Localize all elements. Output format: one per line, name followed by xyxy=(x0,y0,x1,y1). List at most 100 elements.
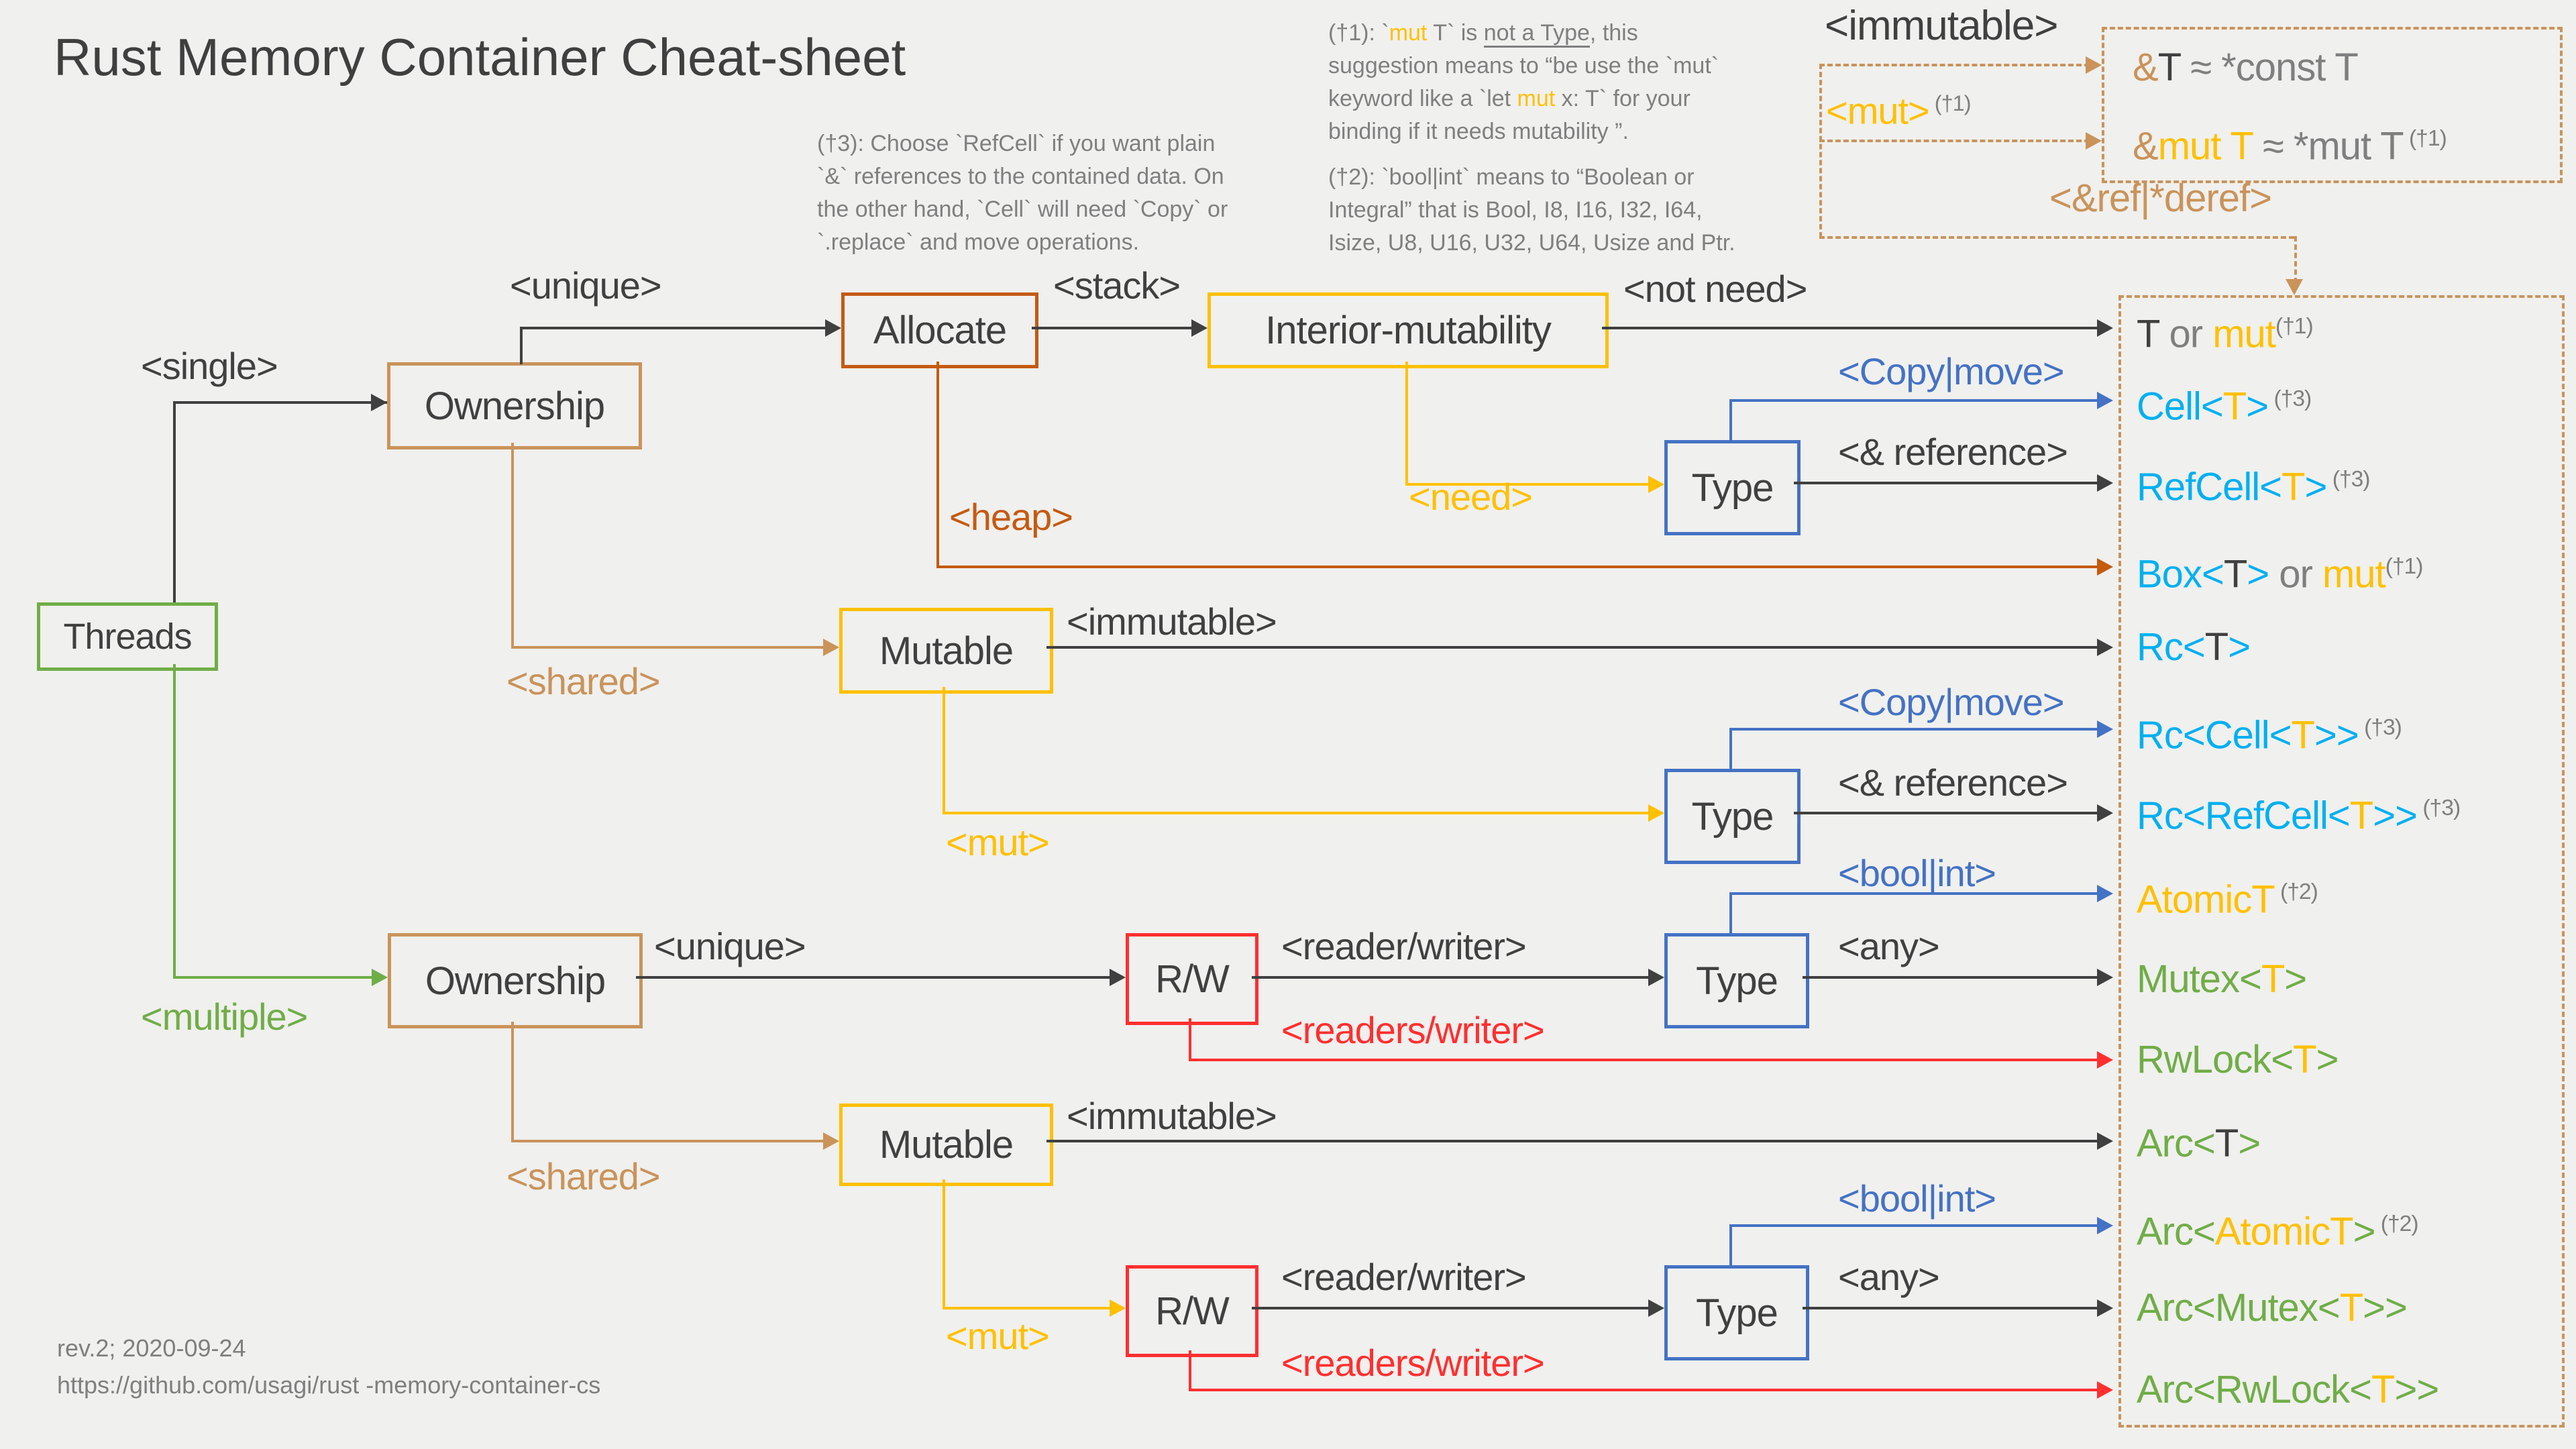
footer-url: https://github.com/usagi/rust -memory-co… xyxy=(57,1371,601,1399)
text-segment: > xyxy=(2247,552,2269,596)
connector-line xyxy=(1252,1307,1652,1309)
edge-label-any-1: <any> xyxy=(1838,925,1940,967)
connector-line xyxy=(1046,1140,2101,1142)
result-box: Box<T> or mut(†1) xyxy=(2137,544,2423,597)
text-segment: (†1): ` xyxy=(1328,20,1389,46)
text-segment: suggestion means to “be use the `mut` xyxy=(1328,53,1719,78)
edge-label-need: <need> xyxy=(1409,476,1533,518)
connector-line xyxy=(943,812,1652,814)
text-segment: T xyxy=(2204,625,2229,669)
text-segment: ≈ *const T xyxy=(2180,46,2359,89)
text-segment: T xyxy=(2291,713,2315,757)
text-segment: binding if it needs mutability ”. xyxy=(1328,119,1629,144)
arrowhead xyxy=(2097,885,2113,902)
text-segment: (†3) xyxy=(2268,386,2312,411)
arrowhead xyxy=(372,969,388,986)
arrowhead xyxy=(2097,392,2113,409)
edge-label-readers-writer-2: <readers/writer> xyxy=(1281,1342,1545,1384)
arrowhead xyxy=(2097,319,2113,337)
text-segment: , this xyxy=(1589,20,1638,46)
note-line: binding if it needs mutability ”. xyxy=(1328,115,1719,148)
note-line: (†3): Choose `RefCell` if you want plain xyxy=(817,131,1216,156)
text-segment: T xyxy=(2339,1286,2363,1330)
text-segment: T xyxy=(2157,46,2181,89)
result-rc-refcell: Rc<RefCell<T>> (†3) xyxy=(2137,786,2461,839)
note-line: (†2): `bool|int` means to “Boolean or xyxy=(1328,164,1695,190)
connector-line xyxy=(943,1307,1114,1309)
ref-eq-mut: &mut T ≈ *mut T (†1) xyxy=(2133,115,2447,170)
text-segment: T xyxy=(2214,1122,2239,1165)
text-segment: T` is xyxy=(1427,20,1484,46)
text-segment: mut xyxy=(1517,86,1556,111)
connector-line xyxy=(1189,1350,1191,1390)
text-segment: not a Type xyxy=(1483,20,1590,48)
connector-line xyxy=(1819,140,2090,142)
text-segment: (†1) xyxy=(2275,314,2314,339)
node-allocate: Allocate xyxy=(841,292,1038,368)
connector-line xyxy=(1819,236,2294,239)
note-line: Isize, U8, U16, U32, U64, Usize and Ptr. xyxy=(1328,230,1735,256)
result-rc: Rc<T> xyxy=(2137,625,2251,670)
note-line: suggestion means to “be use the `mut` xyxy=(1328,50,1719,83)
result-arc-mutex: Arc<Mutex<T>> xyxy=(2137,1285,2408,1331)
node-ownership-single: Ownership xyxy=(387,362,642,449)
connector-line xyxy=(173,976,376,979)
label-ref-deref: <&ref|*deref> xyxy=(2049,176,2272,220)
edge-label-copy-move-1: <Copy|move> xyxy=(1838,350,2065,392)
text-segment: >> xyxy=(2373,794,2418,838)
text-segment: Arc< xyxy=(2137,1122,2216,1165)
arrowhead xyxy=(2086,132,2102,150)
connector-line xyxy=(1046,646,2101,649)
text-segment: (†1) xyxy=(2403,126,2447,151)
connector-line xyxy=(1405,362,1408,484)
arrowhead xyxy=(1110,969,1126,986)
arrowhead xyxy=(1110,1299,1126,1317)
edge-label-any-2: <any> xyxy=(1838,1256,1940,1298)
arrowhead xyxy=(2097,474,2113,492)
text-segment: > xyxy=(2228,625,2251,669)
text-segment: T xyxy=(2293,1038,2316,1081)
edge-label-reader-writer-2: <reader/writer> xyxy=(1281,1256,1527,1298)
connector-line xyxy=(943,1179,945,1308)
arrowhead xyxy=(2097,639,2113,656)
connector-line xyxy=(173,664,176,977)
connector-line xyxy=(1794,812,2101,814)
text-segment: Rc<Cell< xyxy=(2137,713,2292,757)
note-t3: (†3): Choose `RefCell` if you want plain… xyxy=(817,127,1228,259)
result-cell: Cell<T> (†3) xyxy=(2137,376,2312,429)
text-segment: Rc<RefCell< xyxy=(2137,794,2351,838)
text-segment: (†3) xyxy=(2358,715,2402,740)
text-segment: (†2) xyxy=(2274,879,2318,904)
text-segment: keyword like a `let xyxy=(1328,86,1517,111)
connector-line xyxy=(1729,399,1732,440)
connector-line xyxy=(1729,728,2101,731)
node-mutable-multiple: Mutable xyxy=(839,1104,1053,1186)
text-segment: & xyxy=(2133,124,2159,168)
edge-label-bool-int-1: <bool|int> xyxy=(1838,852,1996,894)
note-line: Integral” that is Bool, I8, I16, I32, I6… xyxy=(1328,197,1703,223)
edge-label-bool-int-2: <bool|int> xyxy=(1838,1177,1996,1220)
text-segment: or xyxy=(2269,552,2322,596)
note-t2: (†2): `bool|int` means to “Boolean or In… xyxy=(1328,161,1735,260)
connector-line xyxy=(173,401,387,404)
node-mutable-single: Mutable xyxy=(839,608,1053,694)
note-line: (†1): `mut T` is not a Type, this xyxy=(1328,17,1719,50)
arrowhead xyxy=(2097,1051,2113,1069)
connector-line xyxy=(1602,327,2101,329)
connector-line xyxy=(1032,327,1195,329)
connector-line xyxy=(173,401,176,602)
node-ownership-multiple: Ownership xyxy=(388,933,643,1028)
node-type-3: Type xyxy=(1664,933,1809,1028)
edge-label-immutable-1: <immutable> xyxy=(1067,600,1277,643)
node-rw-2: R/W xyxy=(1126,1265,1258,1357)
arrowhead xyxy=(2286,279,2303,295)
connector-line xyxy=(1729,728,1732,769)
text-segment: (†2) xyxy=(2375,1212,2419,1236)
connector-line xyxy=(1189,1018,1191,1060)
footer-revision: rev.2; 2020-09-24 xyxy=(57,1334,246,1362)
text-segment: Arc<Mutex< xyxy=(2137,1286,2341,1330)
edge-label-readers-writer-1: <readers/writer> xyxy=(1281,1009,1545,1051)
node-interior-mutability: Interior-mutability xyxy=(1208,292,1609,368)
edge-label-shared-2: <shared> xyxy=(506,1155,661,1197)
arrowhead xyxy=(823,1132,839,1150)
